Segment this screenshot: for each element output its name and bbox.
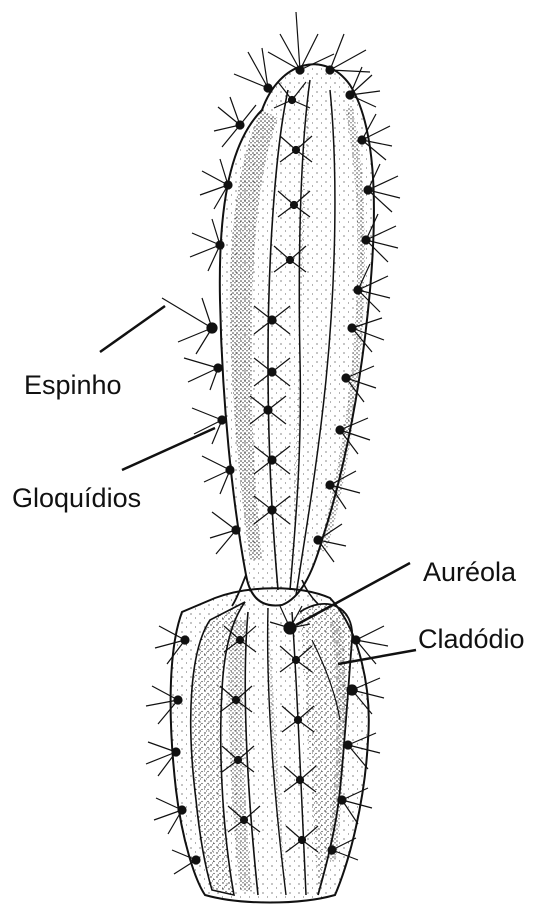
label-gloquidios: Gloquídios [12,485,141,512]
upper-cladode [220,64,374,606]
label-aureola: Auréola [423,559,516,586]
lower-cladode [171,588,369,902]
leader-gloquidios [122,428,215,470]
label-cladodio: Cladódio [418,626,525,653]
leader-espinho [100,306,165,352]
label-espinho: Espinho [24,372,122,399]
